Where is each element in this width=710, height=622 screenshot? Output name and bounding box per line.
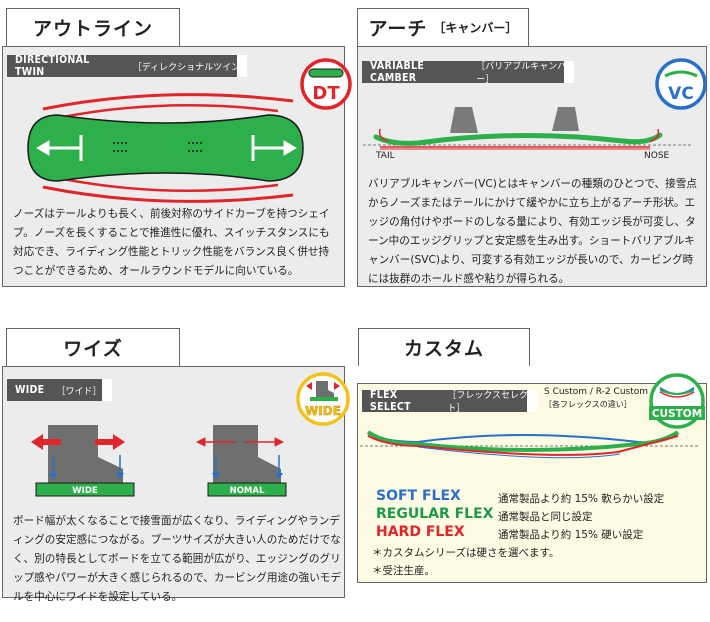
outline-header-jp: ［ディレクショナルツイン］ (132, 62, 250, 73)
flex-soft-desc: 通常製品より約 15% 軟らかい設定 (498, 493, 665, 505)
arrow-normal-left-icon (195, 437, 235, 447)
wide-label: WIDE (72, 486, 98, 496)
width-header-jp: ［ワイド］ (56, 386, 102, 397)
width-header-en: WIDE (15, 384, 45, 396)
badge-dt-icon: DT (300, 58, 352, 114)
custom-header: FLEX SELECT ［フレックスセレクト］ (362, 389, 537, 414)
board-wide (35, 482, 135, 497)
outline-title: アウトライン (6, 8, 180, 46)
arch-title: アーチ ［キャンバー］ (357, 8, 529, 46)
custom-side-line2: ［各フレックスの違い］ (544, 400, 632, 409)
arch-diagram (363, 107, 693, 150)
camber-board (373, 132, 663, 146)
outline-title-text: アウトライン (32, 18, 153, 40)
arrow-wide-left-icon (31, 434, 61, 450)
arch-header-jp: ［バリアブルキャンバー］ (476, 62, 567, 85)
badge-wide-icon: WIDE (296, 372, 350, 430)
badge-vc-text: VC (668, 84, 694, 104)
outline-header-en: DIRECTIONAL TWIN (15, 54, 90, 78)
width-title-text: ワイズ (63, 338, 123, 360)
sidecut-line-top (42, 93, 294, 111)
binding-right (552, 107, 579, 131)
badge-custom-text: CUSTOM (652, 408, 702, 420)
arch-label-nose: NOSE (644, 151, 670, 161)
flex-regular-desc: 通常製品と同じ設定 (498, 511, 593, 523)
arch-panel: VARIABLE CAMBER ［バリアブルキャンバー］ TAIL NOSE バ… (357, 46, 707, 287)
custom-title-text: カスタム (403, 338, 484, 360)
boot-normal (213, 425, 281, 483)
binding-left (450, 107, 478, 133)
custom-note-2: ＊受注生産。 (372, 565, 435, 577)
custom-header-en: FLEX SELECT (370, 389, 411, 413)
arch-header-en: VARIABLE CAMBER (370, 60, 425, 84)
flex-hard-label: HARD FLEX (376, 524, 465, 540)
width-diagram: WIDE NOMAL (31, 425, 287, 497)
board-inserts (113, 142, 202, 152)
width-title: ワイズ (6, 328, 180, 366)
flex-curve-hard (367, 435, 679, 456)
badge-wide-text: WIDE (305, 404, 341, 418)
custom-title: カスタム (358, 328, 530, 366)
arch-title-sub: ［キャンバー］ (433, 21, 518, 35)
boot-wide (48, 425, 123, 483)
arch-header: VARIABLE CAMBER ［バリアブルキャンバー］ (362, 60, 574, 85)
custom-note-1: ＊カスタムシリーズは硬さを選べます。 (372, 547, 560, 559)
custom-panel: FLEX SELECT ［フレックスセレクト］ SOFT FLEX 通常製品より… (357, 383, 707, 583)
flex-hard-desc: 通常製品より約 15% 硬い設定 (498, 529, 644, 541)
width-header: WIDE ［ワイド］ (7, 379, 112, 401)
flex-curve-soft (367, 433, 679, 444)
arrow-right-icon (253, 140, 297, 156)
nomal-label: NOMAL (230, 486, 265, 496)
arch-title-text: アーチ (368, 18, 428, 40)
arch-label-tail: TAIL (376, 151, 395, 161)
custom-side-line1: S Custom / R-2 Custom (544, 387, 649, 397)
board-normal (207, 482, 287, 497)
outline-diagram (27, 93, 304, 203)
badge-vc-icon: VC (655, 58, 707, 114)
arrow-normal-right-icon (245, 437, 285, 447)
custom-header-jp: ［フレックスセレクト］ (447, 391, 529, 414)
arrow-left-icon (36, 140, 81, 156)
flex-soft-label: SOFT FLEX (376, 488, 461, 504)
outline-body: ノーズはテールよりも長く、前後対称のサイドカーブを持つシェイプ。ノーズを長くする… (13, 208, 330, 277)
arrow-wide-right-icon (95, 434, 125, 450)
sidecut-line-bottom (42, 185, 294, 203)
arch-body: バリアブルキャンバー(VC)とはキャンバーの種類のひとつで、接雪点からノーズまた… (368, 178, 697, 285)
width-panel: WIDE ［ワイド］ WIDE NOMAL ボード幅が太くなることで (2, 366, 345, 603)
outline-header: DIRECTIONAL TWIN ［ディレクショナルツイン］ (7, 54, 250, 78)
width-body: ボード幅が太くなることで接雪面が広くなり、ライディングやランディングの安定感につ… (13, 515, 341, 603)
badge-dt-text: DT (312, 83, 340, 104)
sidecut-line-top-inner (62, 103, 279, 119)
sidecut-line-bottom-inner (62, 177, 279, 193)
badge-custom-icon: CUSTOM (648, 372, 706, 434)
flex-regular-label: REGULAR FLEX (376, 506, 494, 522)
custom-diagram (360, 430, 698, 459)
board-shape (27, 114, 304, 182)
outline-panel: DIRECTIONAL TWIN ［ディレクショナルツイン］ ノーズはテールよ (2, 46, 345, 287)
